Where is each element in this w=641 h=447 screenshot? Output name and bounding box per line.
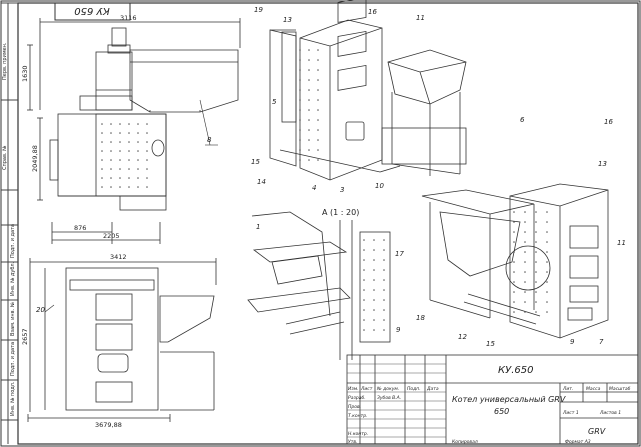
plan-perforation (101, 123, 148, 188)
tb-row-razrab: Разраб. (348, 395, 366, 401)
tb-scale: Масштаб (609, 386, 631, 392)
view-bottom (27, 258, 217, 422)
tb-lit: Лит. (562, 386, 573, 392)
callout-17: 17 (395, 250, 404, 258)
callout-9: 9 (570, 338, 575, 346)
dim-front-height: 1630 (21, 65, 29, 82)
tb-name-1: Котел универсальный GRV (452, 395, 566, 404)
callout-6: 6 (520, 116, 525, 124)
tb-code: КУ.650 (498, 365, 533, 376)
dim-bottom-total: 3679,88 (95, 421, 122, 429)
callout-16: 16 (368, 8, 377, 16)
margin-label: Подп. и дата (10, 224, 16, 258)
dim-front-width: 3116 (120, 14, 137, 22)
view-front (27, 18, 241, 113)
title-block (346, 354, 639, 445)
margin-label: Взам. инв. № (10, 301, 16, 336)
tb-name-2: 650 (494, 407, 509, 416)
tb-row-prov: Пров. (348, 404, 361, 410)
margin-label: Перв. примен. (2, 42, 8, 80)
callout-4: 4 (312, 184, 316, 192)
detail-callouts: 17 18 12 15 1 9 (256, 223, 495, 348)
margin-label: Подп. и дата (10, 342, 16, 376)
inner-frame (17, 2, 639, 445)
top-stamp-code: КУ 650 (74, 5, 109, 16)
view-iso-top (269, 0, 467, 181)
callout-5: 5 (272, 98, 277, 106)
callout-8: 8 (207, 136, 212, 144)
callout-14: 14 (257, 178, 266, 186)
callout-7: 7 (599, 338, 604, 346)
margin-label: Инв. № дубл. (10, 261, 16, 296)
callout-11: 11 (617, 239, 626, 247)
callout-10: 10 (375, 182, 384, 190)
tb-footer-left: Копировал (452, 439, 478, 445)
detail-perforation (363, 239, 385, 331)
view-iso-right (421, 183, 609, 339)
iso-top-callouts: 19 13 16 11 5 15 14 4 3 10 (251, 6, 425, 194)
dim-plan-w2: 2205 (103, 232, 120, 240)
top-stamp: КУ 650 (54, 2, 131, 21)
callout-19: 19 (254, 6, 263, 14)
view-detail-a (247, 211, 391, 360)
callout-18: 18 (416, 314, 425, 322)
iso-top-perforation (299, 49, 319, 161)
title-block-rows (347, 363, 446, 438)
callout-16: 16 (604, 118, 613, 126)
dim-bottom-width: 3412 (110, 253, 127, 261)
iso-right-callouts: 6 16 13 11 7 9 (520, 116, 626, 346)
tb-row-utv: Утв. (348, 439, 357, 445)
margin-label: Инв. № подл. (10, 381, 16, 416)
dim-bottom-height: 2657 (21, 328, 29, 345)
tb-row-nkontr: Н.контр. (348, 431, 368, 437)
callout-13: 13 (598, 160, 607, 168)
dim-plan-w1: 876 (74, 224, 86, 232)
callout-20: 20 (36, 306, 45, 314)
tb-row-tkontr: Т.контр. (348, 413, 368, 419)
view-plan (37, 113, 167, 244)
tb-col-sign: Подп. (407, 386, 421, 392)
callout-3: 3 (340, 186, 344, 194)
tb-col-date: Дата (426, 386, 439, 392)
callout-15: 15 (486, 340, 495, 348)
iso-right-perforation (513, 211, 548, 313)
callout-12: 12 (458, 333, 467, 341)
tb-col-izm: Изм. (348, 386, 359, 392)
tb-footer-right: Формат А3 (565, 439, 591, 445)
tb-sheet: Лист 1 (562, 410, 579, 416)
callout-1: 1 (256, 223, 260, 231)
callout-11: 11 (416, 14, 425, 22)
tb-developer: Зубов В.А. (377, 395, 401, 401)
leader-20: 20 (36, 304, 55, 314)
tb-sheets: Листов 1 (599, 410, 621, 416)
tb-col-list: Лист (360, 386, 373, 392)
callout-13: 13 (283, 16, 292, 24)
tb-mass: Масса (586, 386, 601, 392)
dim-plan-depth: 2049,88 (31, 145, 39, 172)
leader-8: 8 (199, 99, 218, 146)
margin-label: Справ. № (2, 145, 8, 170)
detail-a-label: A (1 : 20) (322, 208, 359, 217)
left-margin-strip: Перв. примен. Справ. № Подп. и дата Инв.… (1, 2, 18, 444)
callout-9: 9 (396, 326, 401, 334)
callout-15: 15 (251, 158, 260, 166)
tb-col-doc: № докум. (376, 386, 399, 392)
tb-org: GRV (588, 427, 606, 436)
